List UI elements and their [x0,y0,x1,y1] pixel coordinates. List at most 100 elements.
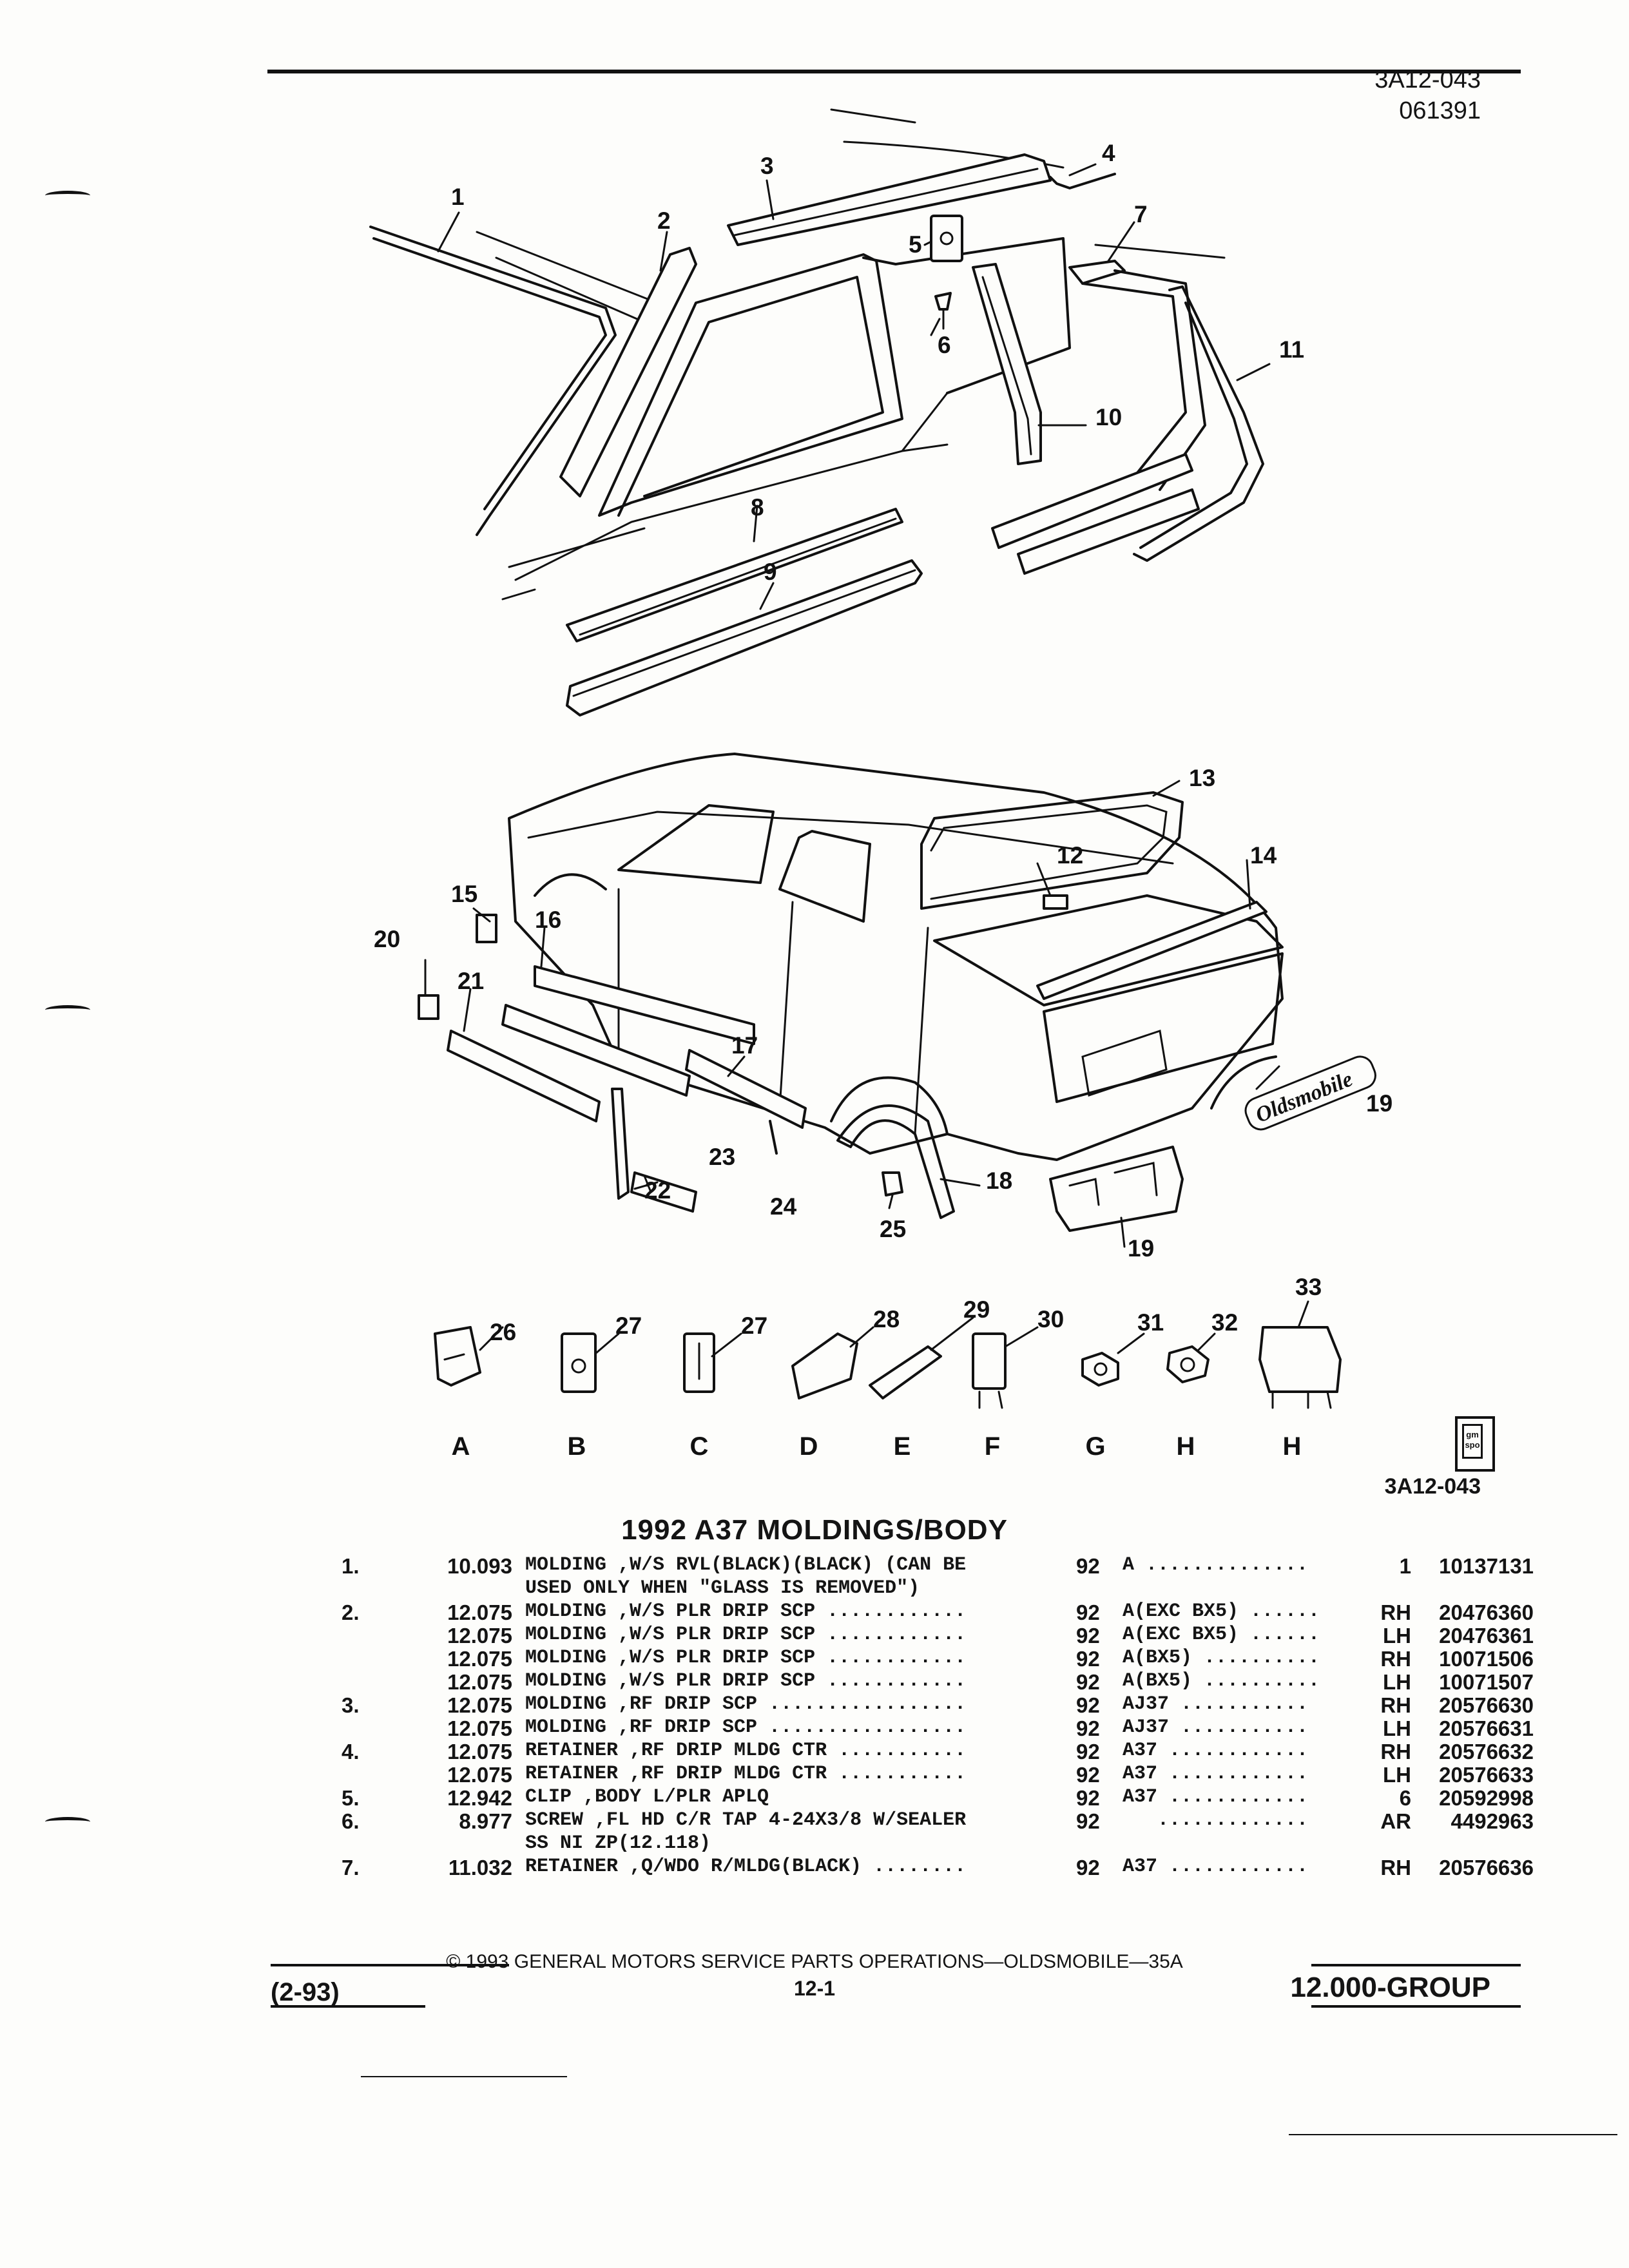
fastener-letter-G: G [1085,1432,1105,1461]
fastener-letter-H: H [1283,1432,1302,1461]
header-code: 3A12-043 [1374,66,1481,93]
parts-cell-qty: LH [1383,1624,1411,1648]
parts-cell-group: 12.075 [447,1763,512,1787]
callout-11: 11 [1279,336,1304,363]
callout-18: 18 [986,1168,1012,1194]
callout-22: 22 [644,1177,671,1204]
parts-cell-group: 12.075 [447,1716,512,1740]
parts-cell-series: A(EXC BX5) ...... [1123,1624,1320,1646]
parts-cell-part: 10137131 [1439,1554,1534,1578]
parts-cell-year: 92 [1076,1554,1100,1578]
part-22-strip [611,1088,630,1200]
callout-24: 24 [770,1193,797,1220]
parts-cell-group: 12.075 [447,1693,512,1717]
part-18-wheel-molding [836,1104,955,1219]
part-5-clip [930,215,963,262]
parts-cell-year: 92 [1076,1809,1100,1833]
parts-cell-series: AJ37 ........... [1123,1693,1309,1715]
callout-6: 6 [938,332,951,358]
callout-19: 19 [1128,1235,1154,1262]
oldsmobile-badge: Oldsmobile [1244,1055,1376,1131]
parts-cell-year: 92 [1076,1716,1100,1740]
fastener-row [434,1300,1342,1409]
part-9-sill-molding [566,559,923,716]
callout-15: 15 [451,881,477,907]
part-24-leader [769,1120,778,1155]
part-30-fastener [972,1332,1007,1390]
callout-26: 26 [490,1319,516,1345]
parts-cell-idx: 3. [342,1693,360,1717]
parts-cell-idx: 7. [342,1856,360,1879]
bottom-scan-line [361,2076,567,2077]
figure-code: 3A12-043 [1384,1474,1481,1499]
footer-group: 12.000-GROUP [1290,1972,1490,2003]
parts-cell-series: A37 ............ [1123,1763,1309,1785]
parts-cell-series: A37 ............ [1123,1856,1309,1878]
callout-27: 27 [615,1312,642,1339]
fastener-letter-H: H [1177,1432,1195,1461]
part-32-nut [1166,1345,1210,1383]
gm-spo-logo: gm spo [1455,1416,1495,1472]
part-33-bracket [1258,1326,1342,1393]
margin-mark [45,191,90,200]
footer-rule-group [1311,2005,1521,2008]
parts-cell-desc: CLIP ,BODY L/PLR APLQ [525,1786,769,1808]
part-3-roof-drip-molding [727,153,1052,246]
callout-12: 12 [1057,842,1083,869]
parts-cell-group: 8.977 [459,1809,512,1833]
parts-cell-idx: 2. [342,1600,360,1624]
part-31-nut [1081,1352,1119,1387]
part-2-pillar-molding [559,247,697,497]
footer-rule-left [271,1964,509,1966]
parts-cell-year: 92 [1076,1647,1100,1671]
parts-cell-desc: MOLDING ,W/S PLR DRIP SCP ............ [525,1670,967,1692]
parts-cell-qty: AR [1380,1809,1411,1833]
parts-cell-idx: 1. [342,1554,360,1578]
callout-32: 32 [1211,1309,1238,1336]
callout-21: 21 [458,968,484,994]
part-6-screw [934,292,952,311]
callout-31: 31 [1137,1309,1164,1336]
fastener-letter-F: F [985,1432,1000,1461]
parts-cell-year: 92 [1076,1740,1100,1763]
callout-27: 27 [741,1312,767,1339]
parts-cell-desc: MOLDING ,W/S RVL(BLACK)(BLACK) (CAN BE [525,1554,967,1576]
section-title: 1992 A37 MOLDINGS/BODY [621,1514,1008,1546]
parts-row: USED ONLY WHEN "GLASS IS REMOVED") [342,1577,1527,1600]
callout-5: 5 [909,231,922,258]
part-7-retainer [1068,260,1126,285]
parts-cell-part: 10071507 [1439,1670,1534,1694]
part-28-fastener [791,1332,858,1399]
part-16-rocker-molding [534,965,755,1045]
parts-cell-desc: MOLDING ,W/S PLR DRIP SCP ............ [525,1600,967,1622]
top-rule [267,70,1521,73]
footer-date: (2-93) [271,1978,340,2006]
parts-cell-group: 12.075 [447,1647,512,1671]
callout-13: 13 [1189,765,1215,791]
parts-cell-part: 20476360 [1439,1600,1534,1624]
fastener-letter-C: C [690,1432,709,1461]
parts-cell-part: 20592998 [1439,1786,1534,1810]
parts-cell-qty: LH [1383,1670,1411,1694]
callout-3: 3 [760,153,774,179]
bottom-scan-line [1289,2134,1617,2135]
parts-cell-qty: RH [1380,1647,1411,1671]
part-4-retainer [1049,173,1116,189]
part-19-nameplate [1049,1146,1184,1232]
callout-16: 16 [535,907,561,933]
parts-cell-group: 12.075 [447,1670,512,1694]
parts-cell-part: 20576633 [1439,1763,1534,1787]
parts-cell-qty: RH [1380,1693,1411,1717]
parts-cell-desc: MOLDING ,W/S PLR DRIP SCP ............ [525,1624,967,1646]
fastener-letter-B: B [568,1432,586,1461]
